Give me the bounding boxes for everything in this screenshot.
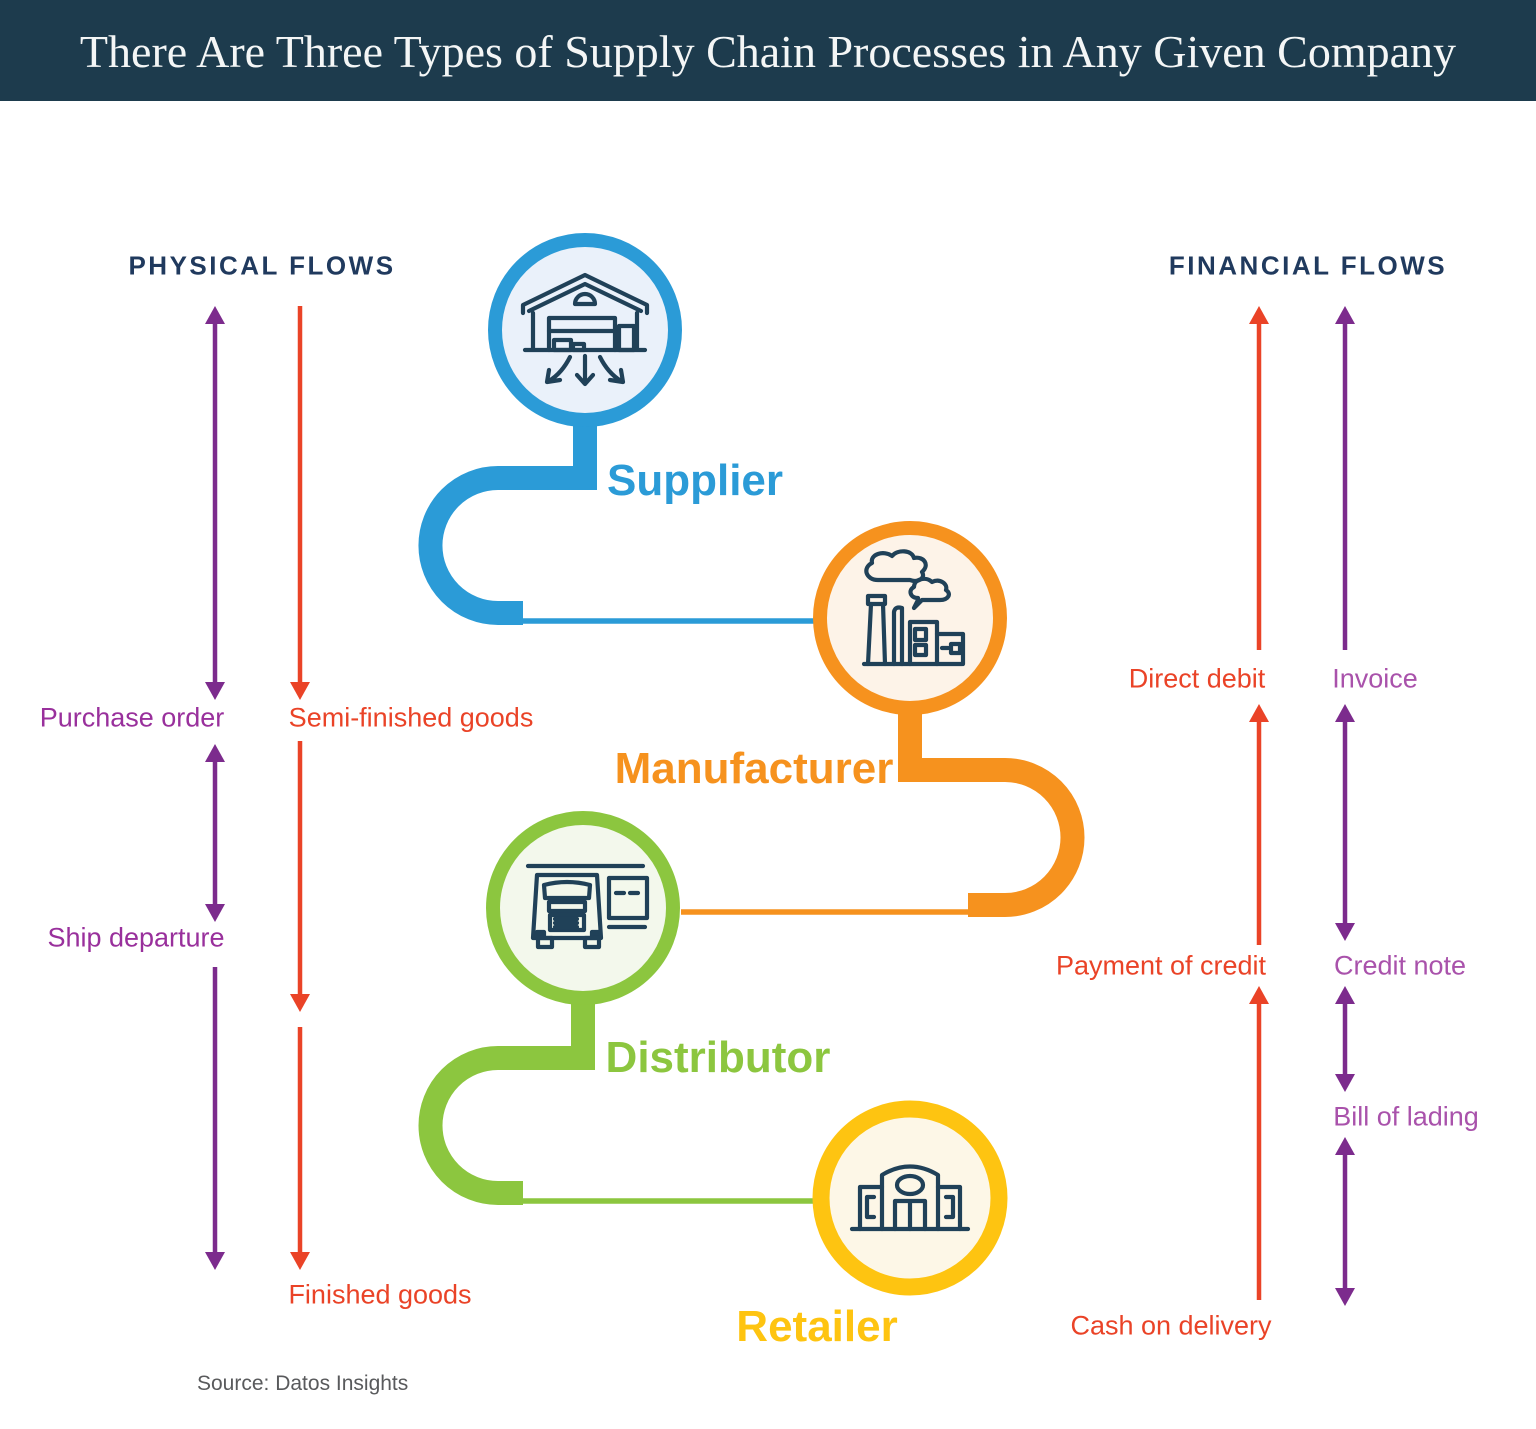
finished-goods-label: Finished goods <box>288 1279 472 1310</box>
bill-of-lading-upper-arrow <box>1335 986 1355 1092</box>
purchase-order-arrow <box>205 306 225 700</box>
cash-on-delivery-arrow <box>1249 986 1269 1300</box>
page-title: There Are Three Types of Supply Chain Pr… <box>79 26 1457 77</box>
bill-of-lading-label: Bill of lading <box>1333 1101 1479 1132</box>
source-note: Source: Datos Insights <box>197 1372 409 1395</box>
distributor-label: Distributor <box>605 1033 831 1082</box>
payment-of-credit-arrow <box>1249 704 1269 945</box>
physical-flows-header: PHYSICAL FLOWS <box>128 250 396 281</box>
direct-debit-arrow <box>1249 306 1269 650</box>
retailer-label: Retailer <box>736 1302 898 1351</box>
semi-finished-goods-arrow <box>290 306 310 700</box>
retailer-node <box>812 1100 1008 1296</box>
credit-note-label: Credit note <box>1333 950 1467 981</box>
supplier-label: Supplier <box>606 456 784 505</box>
bill-of-lading-lower-arrow <box>1335 1137 1355 1306</box>
title-bar: There Are Three Types of Supply Chain Pr… <box>0 0 1536 101</box>
purchase-order-label: Purchase order <box>39 702 225 733</box>
cash-on-delivery-label: Cash on delivery <box>1070 1310 1272 1341</box>
factory-icon <box>861 549 966 667</box>
manufacturer-label: Manufacturer <box>614 744 894 793</box>
credit-note-arrow <box>1335 704 1355 941</box>
warehouse-icon <box>520 272 650 387</box>
physical-red-middle-arrow <box>290 741 310 1012</box>
physical-purple-lower-arrow <box>205 967 225 1270</box>
storefront-icon <box>849 1164 971 1232</box>
payment-of-credit-label: Payment of credit <box>1055 950 1267 981</box>
supplier-to-manufacturer-connector <box>418 420 814 625</box>
direct-debit-label: Direct debit <box>1128 663 1266 694</box>
financial-flows-header: FINANCIAL FLOWS <box>1168 250 1448 281</box>
ship-departure-label: Ship departure <box>47 922 225 953</box>
truck-icon <box>525 863 650 950</box>
semi-finished-goods-label: Semi-finished goods <box>288 702 534 733</box>
finished-goods-arrow <box>290 1027 310 1270</box>
manufacturer-to-distributor-connector <box>681 708 1085 917</box>
ship-departure-arrow <box>205 744 225 922</box>
invoice-arrow <box>1335 306 1355 650</box>
distributor-to-retailer-connector <box>418 1000 814 1205</box>
invoice-label: Invoice <box>1332 663 1418 694</box>
